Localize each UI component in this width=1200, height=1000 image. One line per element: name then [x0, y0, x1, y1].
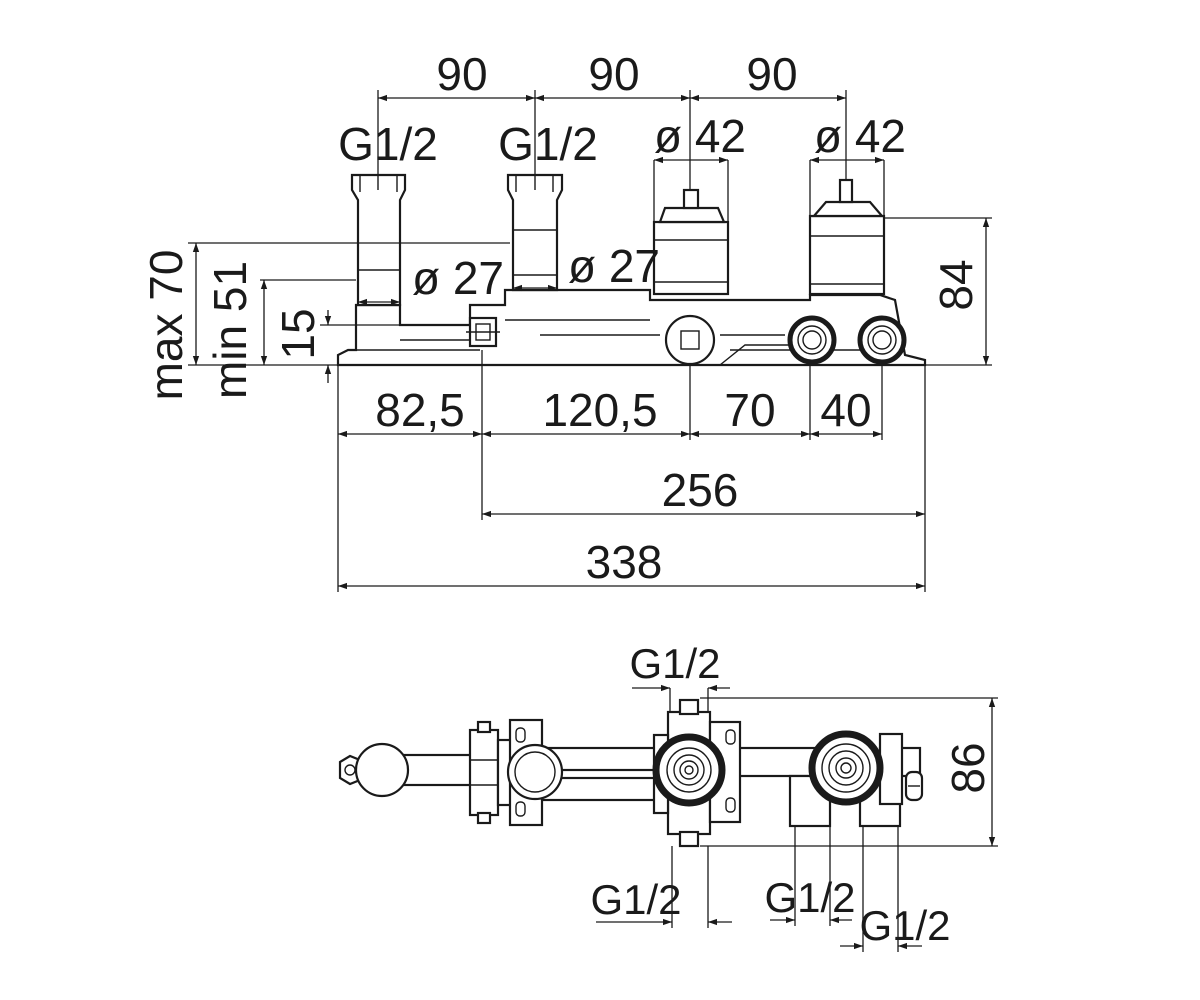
dim-top-spacing: 90 90 90 — [377, 48, 847, 190]
front-body — [336, 288, 927, 367]
plan-lever-ball — [338, 742, 410, 798]
dim-15: 15 — [272, 308, 324, 359]
front-outlet-square — [664, 314, 716, 366]
dim-40: 40 — [820, 384, 871, 436]
plan-view: G1/2 86 G1/2 G1/2 G1/2 — [338, 640, 998, 952]
plan-bracket-1 — [506, 718, 564, 827]
front-inlet-stem-2 — [506, 173, 564, 292]
dim-right-84: 84 — [884, 217, 992, 366]
dim-90-a: 90 — [436, 48, 487, 100]
dim-min-51: min 51 — [204, 261, 256, 399]
plan-flange — [468, 720, 514, 825]
thread-label-g12-1: G1/2 — [338, 118, 438, 170]
dim-left-vertical: max 70 min 51 15 — [140, 242, 510, 401]
dim-diameter-27: ø 27 ø 27 — [358, 240, 660, 306]
dim-82-5: 82,5 — [375, 384, 465, 436]
front-cartridge-2 — [808, 178, 886, 296]
dim-42-b: ø 42 — [814, 110, 906, 162]
plan-valve-2 — [788, 730, 924, 828]
dim-diameter-42: ø 42 ø 42 — [653, 110, 906, 222]
front-inlet-stem-1 — [350, 173, 407, 307]
dim-42-a: ø 42 — [654, 110, 746, 162]
thread-label-g12-2: G1/2 — [498, 118, 598, 170]
dim-256-label: 256 — [662, 464, 739, 516]
dim-27-b: ø 27 — [568, 240, 660, 292]
plan-thread-top: G1/2 — [629, 640, 720, 687]
dim-120-5: 120,5 — [542, 384, 657, 436]
front-cartridge-1 — [652, 188, 730, 296]
dim-plan-86: 86 — [700, 697, 998, 847]
dim-86: 86 — [942, 742, 994, 793]
dim-90-c: 90 — [746, 48, 797, 100]
dim-84: 84 — [930, 259, 982, 310]
front-view: 90 90 90 G1/2 G1/2 ø 42 ø 42 ø 27 ø 27 — [140, 48, 992, 592]
front-outlet-round-2 — [857, 315, 907, 365]
plan-valve-1 — [652, 698, 742, 848]
dim-plan-top-thread: G1/2 — [629, 640, 730, 712]
dim-90-b: 90 — [588, 48, 639, 100]
dim-max-70: max 70 — [140, 250, 192, 401]
dim-256: 256 — [482, 464, 925, 518]
plan-thread-bottom-3: G1/2 — [859, 902, 950, 949]
plan-thread-bottom-1: G1/2 — [590, 876, 681, 923]
plan-thread-bottom-2: G1/2 — [764, 874, 855, 921]
dim-338-label: 338 — [586, 536, 663, 588]
dim-70: 70 — [724, 384, 775, 436]
front-outlet-round-1 — [787, 315, 837, 365]
dim-bottom-segments: 82,5 120,5 70 40 — [337, 350, 926, 592]
dim-plan-bottom-threads: G1/2 G1/2 G1/2 — [590, 826, 951, 952]
dim-27-a: ø 27 — [412, 252, 504, 304]
dim-338: 338 — [338, 536, 925, 590]
